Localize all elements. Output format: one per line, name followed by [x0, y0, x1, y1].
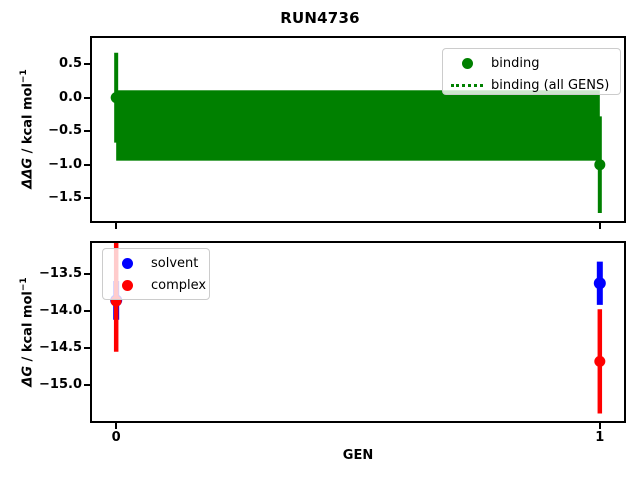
x-axis-label: GEN — [342, 448, 374, 463]
x-tick — [598, 423, 601, 429]
legend-entry-binding-all-gens: binding (all GENS) — [451, 74, 610, 96]
y-tick — [84, 130, 90, 133]
x-tick — [598, 223, 601, 229]
y-tick-label: −14.5 — [39, 340, 82, 355]
y-tick — [84, 384, 90, 387]
legend-entry-binding: binding — [451, 52, 610, 74]
complex-point — [594, 355, 606, 367]
y-tick — [84, 96, 90, 99]
solvent-point — [593, 277, 606, 290]
y-tick-label: −14.0 — [39, 302, 82, 318]
ylabel-exponent: −1 — [19, 69, 29, 84]
x-tick-label: 1 — [595, 430, 605, 445]
y-tick-label: −1.5 — [48, 190, 82, 206]
y-tick-label: 0.5 — [58, 56, 82, 72]
binding-point — [594, 159, 606, 171]
y-tick-label: −1.0 — [48, 156, 82, 172]
ylabel-exponent: −1 — [19, 277, 29, 292]
legend-handle — [111, 279, 143, 291]
legend-label: binding — [491, 55, 540, 71]
binding-y-axis-label: ΔΔG / kcal mol−1 — [15, 19, 35, 239]
y-tick — [84, 163, 90, 166]
binding-legend: binding binding (all GENS) — [442, 48, 621, 95]
legend-label: binding (all GENS) — [491, 77, 610, 93]
free-energy-legend: solvent complex — [102, 248, 210, 300]
y-tick-label: 0.0 — [58, 89, 82, 105]
y-tick — [84, 347, 90, 349]
legend-label: complex — [151, 277, 207, 293]
binding-point — [110, 92, 122, 104]
y-tick-label: −15.0 — [39, 377, 82, 393]
y-tick — [84, 309, 90, 312]
legend-handle — [111, 257, 143, 269]
solvent-marker-icon — [121, 257, 133, 269]
all-gens-error-band — [116, 90, 600, 161]
y-tick-label: −13.5 — [39, 265, 82, 281]
y-tick — [84, 197, 90, 200]
y-tick — [84, 63, 90, 66]
binding-marker-icon — [461, 57, 473, 69]
x-tick — [115, 223, 118, 229]
free-energy-y-axis-label: ΔG / kcal mol−1 — [15, 222, 35, 442]
y-tick — [84, 272, 90, 275]
legend-entry-solvent: solvent — [111, 252, 199, 274]
figure-title: RUN4736 — [280, 9, 360, 27]
dotted-line-icon — [451, 83, 483, 87]
complex-marker-icon — [121, 279, 133, 291]
x-tick — [115, 423, 118, 429]
legend-entry-complex: complex — [111, 274, 206, 296]
y-tick-label: −0.5 — [48, 123, 82, 139]
binding-panel-plot — [110, 52, 606, 213]
legend-label: solvent — [151, 255, 199, 271]
x-tick-label: 0 — [111, 430, 121, 445]
legend-handle — [451, 57, 483, 69]
legend-handle — [451, 83, 483, 87]
